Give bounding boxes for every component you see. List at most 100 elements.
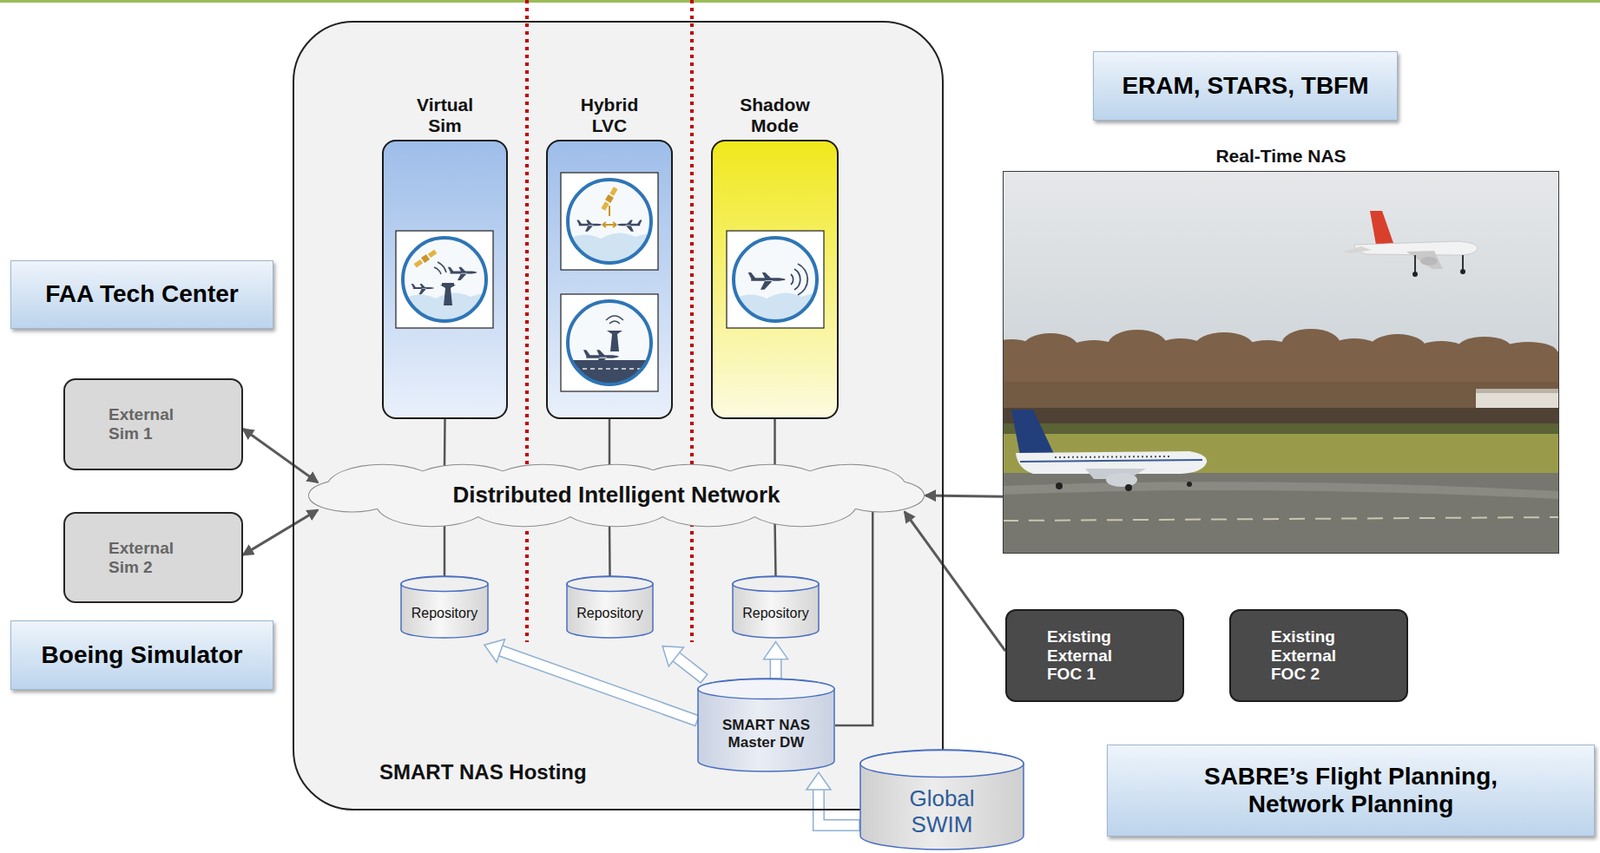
simulator-box: External Sim 1: [63, 378, 244, 471]
airport-photo: [1002, 171, 1560, 554]
swim-cylinder: Global SWIM: [859, 750, 1025, 851]
photo-panel: Real-Time NAS: [1002, 171, 1560, 554]
label-group: Boeing Simulator: [41, 641, 244, 670]
hollow-arrow: [676, 657, 705, 679]
hybrid-air-icon: [560, 172, 659, 270]
hybrid-air-icon: [602, 222, 617, 228]
airport-photo: [1002, 423, 1560, 435]
label-group: Existing External FOC 2: [1270, 627, 1367, 685]
hybrid-ground-icon: [574, 368, 645, 370]
airport-photo: [1369, 210, 1394, 245]
mode-column: Shadow Mode: [711, 139, 839, 420]
mode-column: Virtual Sim: [381, 139, 508, 420]
hollow-arrow: [818, 790, 860, 826]
connector: [662, 646, 708, 685]
swim-cylinder: [860, 750, 1024, 778]
connector: [904, 512, 1006, 652]
foc-box: Existing External FOC 2: [1229, 609, 1409, 703]
node-label: Distributed Intelligent Network: [452, 482, 780, 509]
connector: [835, 510, 873, 726]
connector: [774, 520, 777, 577]
repository-cylinder: [732, 577, 819, 593]
hybrid-air-icon: [576, 220, 602, 232]
connector-line: [243, 428, 318, 483]
column-fill: [546, 139, 673, 420]
connector: [925, 495, 1003, 497]
separator-dotted: [525, 0, 529, 643]
node-label: Repository: [576, 605, 643, 622]
airport-photo: [1461, 255, 1464, 271]
node-label: Existing External FOC 2: [1270, 627, 1367, 685]
label-group: ERAM, STARS, TBFM: [1121, 72, 1369, 100]
repository-cylinder: [401, 576, 488, 639]
hybrid-air-icon: [560, 172, 659, 270]
hosting-ground: [292, 20, 944, 811]
hybrid-ground-icon: [560, 294, 659, 392]
hollow-arrow: [770, 659, 781, 679]
hosting-region: Virtual SimHybrid LVCShadow ModeDistribu…: [292, 20, 944, 811]
virtual-sim-icon: [413, 249, 438, 269]
virtual-sim-icon: [402, 237, 487, 322]
warehouse-cylinder: [697, 679, 835, 700]
node-label: Global SWIM: [894, 786, 990, 839]
airport-photo: [1186, 481, 1192, 488]
hollow-arrow: [770, 659, 783, 679]
node-label: External Sim 2: [108, 539, 196, 578]
planning-label-box: SABRE’s Flight Planning, Network Plannin…: [1106, 744, 1595, 837]
system-label-box: ERAM, STARS, TBFM: [1093, 51, 1398, 121]
connector-line: [925, 495, 1003, 497]
airport-photo: [1475, 388, 1560, 394]
node-label: Virtual Sim: [401, 94, 489, 137]
virtual-sim-icon: [434, 262, 447, 275]
hybrid-ground-icon: [583, 349, 619, 367]
arrow-head: [662, 646, 684, 667]
hybrid-air-icon: [567, 179, 652, 264]
label-group: External Sim 2: [108, 539, 196, 578]
repository-cylinder: [566, 576, 653, 639]
hollow-arrow: [700, 673, 709, 684]
site-label-box: FAA Tech Center: [10, 260, 274, 330]
airport-photo: [1414, 255, 1416, 274]
airport-photo: [1369, 334, 1426, 361]
column-fill: [381, 139, 508, 420]
shadow-mode-icon: [726, 230, 824, 329]
connector-line: [773, 419, 777, 471]
airport-photo: [1002, 481, 1560, 500]
mode-column: Hybrid LVC: [546, 139, 673, 420]
connector-line: [443, 520, 447, 577]
label-group: Global SWIM: [894, 786, 990, 839]
arrow-head: [763, 642, 789, 660]
connector: [243, 428, 318, 483]
shadow-mode-icon: [733, 237, 817, 322]
airport-photo: [1054, 456, 1173, 458]
connector-line: [608, 419, 612, 471]
site-label-box: Boeing Simulator: [10, 620, 274, 691]
node-label: Real-Time NAS: [1151, 145, 1412, 167]
connector: [484, 639, 699, 727]
airport-photo: [1106, 473, 1138, 488]
label-group: Distributed Intelligent Network: [452, 482, 780, 509]
airport-photo: [1011, 409, 1055, 456]
column-fill: [711, 139, 839, 420]
node-label: FAA Tech Center: [45, 280, 238, 309]
connector-line: [243, 510, 318, 556]
hybrid-ground-icon: [605, 316, 624, 324]
warehouse-cylinder: SMART NAS Master DW: [697, 678, 836, 773]
airport-photo: [1002, 329, 1558, 364]
airport-photo: [1406, 250, 1443, 270]
airport-photo: [1002, 351, 1560, 435]
label-group: FAA Tech Center: [45, 280, 238, 309]
top-rule: [0, 0, 1600, 3]
connector-line: [608, 520, 612, 577]
node-label: External Sim 1: [108, 405, 196, 444]
hybrid-air-icon: [617, 220, 643, 232]
airport-photo: [1002, 473, 1560, 554]
label-group: SABRE’s Flight Planning, Network Plannin…: [1177, 763, 1525, 819]
virtual-sim-icon: [440, 284, 456, 306]
hybrid-ground-icon: [606, 330, 623, 352]
connector: [443, 520, 445, 577]
shadow-mode-icon: [748, 272, 786, 290]
connector: [763, 642, 789, 679]
network-cloud: [309, 465, 924, 527]
